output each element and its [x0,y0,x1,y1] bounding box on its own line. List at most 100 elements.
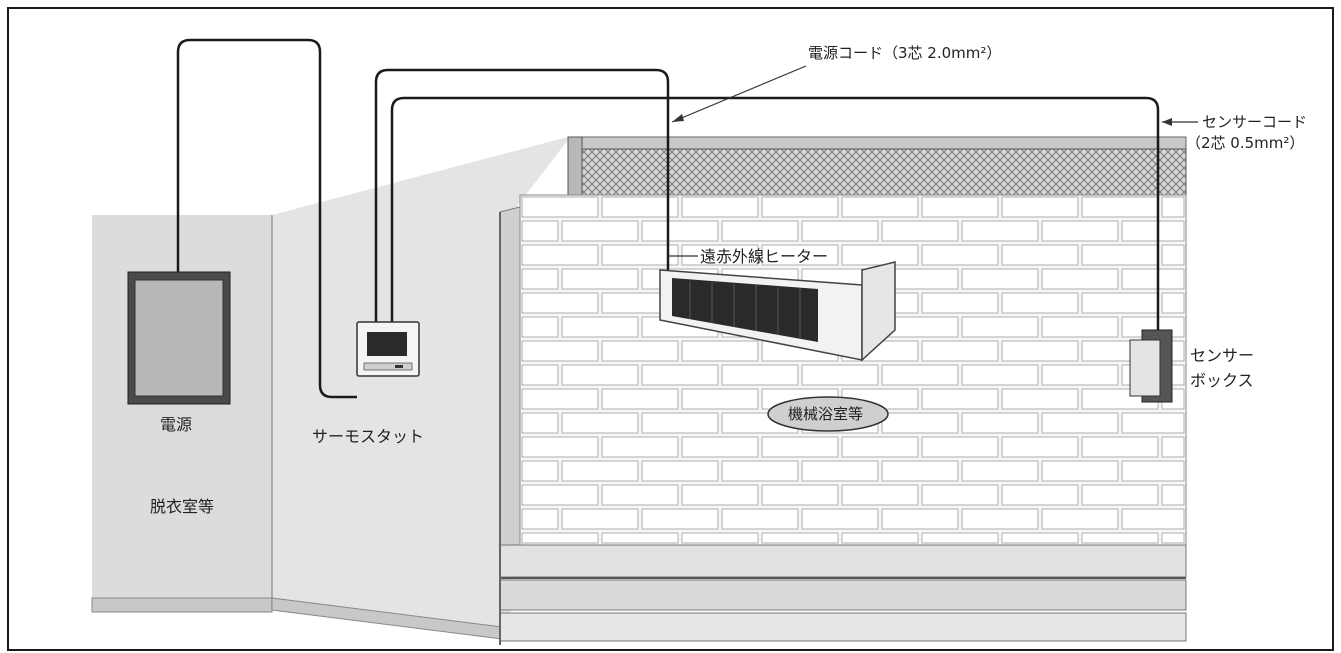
bathroom-floor-band-2 [499,579,1187,611]
brick-pattern [521,196,1185,544]
brick [1081,196,1159,218]
brick [601,388,679,410]
brick [921,292,999,314]
power-cord-leader [671,65,807,123]
brick [761,436,839,458]
brick [1081,244,1159,266]
diagram-frame [7,7,1334,651]
brick [681,436,759,458]
brick [561,508,639,530]
brick [841,196,919,218]
ceiling-top-strip [567,136,1187,150]
brick [1161,532,1185,544]
brick [1161,244,1185,266]
brick [801,364,879,386]
brick [521,388,599,410]
sensor-box-icon [1129,329,1173,403]
brick [601,196,679,218]
bathroom-floor-band-1 [499,544,1187,578]
brick [721,508,799,530]
brick [1121,460,1185,482]
brick [641,460,719,482]
sensor-box-label-line1: センサー [1190,346,1254,365]
brick [521,340,599,362]
brick [921,436,999,458]
brick [1001,484,1079,506]
brick [921,484,999,506]
power-panel-icon [127,271,231,405]
brick [1001,532,1079,544]
brick [961,412,1039,434]
brick [601,340,679,362]
brick [961,508,1039,530]
bathroom-badge [767,396,889,432]
brick [1001,388,1079,410]
sensor-cord-label-line1: センサーコード [1202,113,1307,131]
brick [961,220,1039,242]
brick [521,484,599,506]
brick [801,508,879,530]
brick [1121,508,1185,530]
brick [1041,364,1119,386]
ceiling-insulation [581,148,1187,196]
corridor-wall [272,137,568,638]
brick [761,244,839,266]
brick [681,244,759,266]
brick [761,484,839,506]
brick [1081,292,1159,314]
brick [521,412,559,434]
brick [1001,340,1079,362]
brick [1041,268,1119,290]
brick [921,244,999,266]
brick [681,340,759,362]
heater-label: 遠赤外線ヒーター [700,247,828,266]
brick [521,532,599,544]
bathroom-floor-band-3 [499,612,1187,642]
brick [521,436,599,458]
brick [801,460,879,482]
power-cord-cable [374,68,670,328]
sensor-cord-leader-arrow [1162,118,1172,126]
brick [1001,244,1079,266]
brick [561,364,639,386]
brick [561,268,639,290]
brick [961,316,1039,338]
brick [521,196,599,218]
power-cord-leader-arrow [672,114,684,122]
brick [721,220,799,242]
brick [881,220,959,242]
brick [681,196,759,218]
brick [1041,412,1119,434]
brick [921,340,999,362]
brick [521,460,559,482]
brick [641,364,719,386]
dressing-room-baseboard [91,597,273,613]
sensor-cord-cable [390,96,1160,335]
brick [1121,220,1185,242]
brick [1121,268,1185,290]
brick [561,316,639,338]
brick [1001,436,1079,458]
brick [681,484,759,506]
brick [841,436,919,458]
brick [601,484,679,506]
brick [881,412,959,434]
brick [641,508,719,530]
brick [1041,508,1119,530]
brick [921,388,999,410]
ceiling-front-edge [567,136,583,196]
brick [1081,532,1159,544]
brick [961,364,1039,386]
thermostat-icon [356,321,420,377]
brick [1041,220,1119,242]
brick [601,436,679,458]
brick [521,268,559,290]
brick [1041,460,1119,482]
brick [681,388,759,410]
brick [761,532,839,544]
brick [1001,292,1079,314]
brick [801,220,879,242]
dressing-room-label: 脱衣室等 [150,497,214,516]
brick [1081,436,1159,458]
